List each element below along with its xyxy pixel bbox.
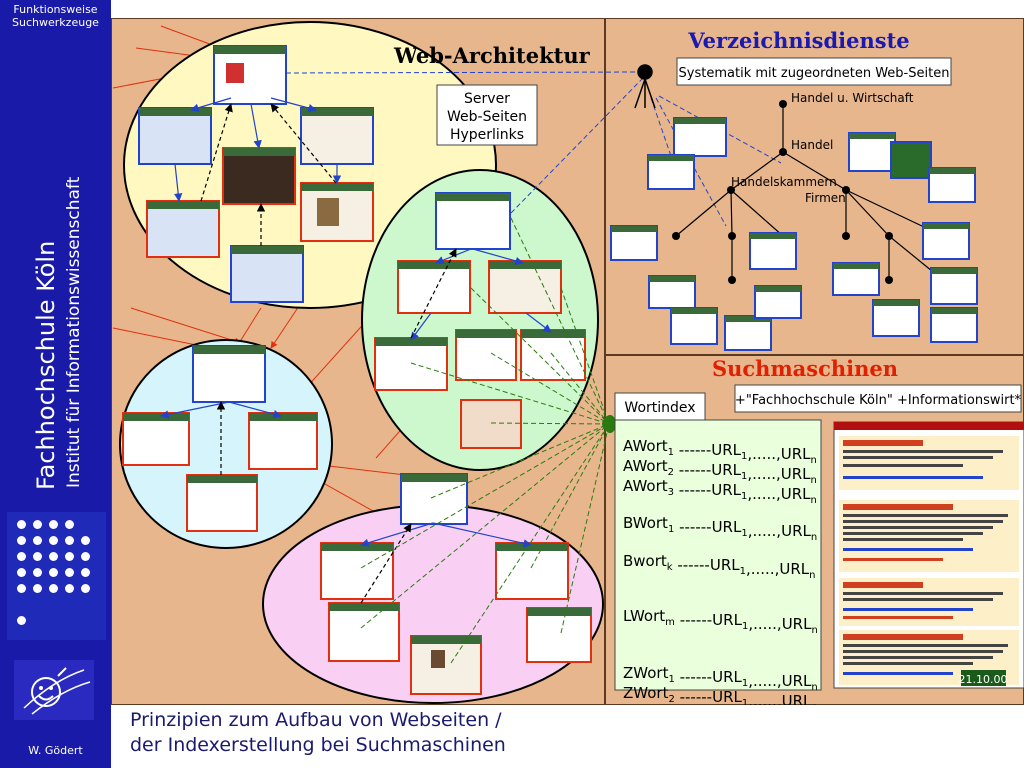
- crawler-rays: [360, 217, 612, 664]
- systematics-label: Systematik mit zugeordneten Web-Seiten: [679, 66, 950, 81]
- index-row-6: LWortm ------URL1,.....,URLn: [623, 607, 818, 636]
- tree-node-label-1: Handel u. Wirtschaft: [791, 91, 914, 105]
- web-page-thumbnails: [122, 45, 592, 695]
- index-row-2: AWort2 ------URL1,.....,URLn: [623, 457, 817, 486]
- index-row-7: ZWort1 ------URL1,.....,URLn: [623, 664, 818, 693]
- index-row-3: AWort3 ------URL1,.....,URLn: [623, 477, 817, 506]
- slide-caption: Prinzipien zum Aufbau von Webseiten / de…: [130, 708, 506, 758]
- search-engines-title: Suchmaschinen: [712, 356, 898, 381]
- school-name: Fachhochschule Köln: [32, 240, 60, 490]
- systematics-box: [676, 57, 952, 86]
- smiley-logo-icon: [14, 660, 94, 720]
- decorative-dots: [7, 512, 106, 640]
- directory-title: Verzeichnisdienste: [687, 28, 909, 53]
- sidebar-header-line1: Funktionsweise: [13, 3, 98, 16]
- tree-node-label-2: Handel: [791, 138, 833, 152]
- search-engine-node: [604, 415, 616, 433]
- index-row-4: BWort1 ------URL1,.....,URLn: [623, 514, 817, 543]
- diagram-canvas: Web-Architektur Server Web-Seiten Hyperl…: [111, 18, 1024, 705]
- caption-line-1: Prinzipien zum Aufbau von Webseiten /: [130, 709, 502, 731]
- word-index-box: [614, 392, 706, 421]
- blue-cluster: [119, 339, 333, 549]
- user-figure-icon: [634, 64, 656, 109]
- tree-nodes: [672, 100, 947, 284]
- directory-page-thumbnails: [610, 117, 978, 351]
- dashed-links: [200, 103, 457, 604]
- caption-line-2: der Indexerstellung bei Suchmaschinen: [130, 734, 506, 756]
- word-index-table: [614, 419, 822, 691]
- sidebar: Funktionsweise Suchwerkzeuge Fachhochsch…: [0, 0, 111, 768]
- institute-name: Institut für Informationswissenschaft: [64, 176, 84, 488]
- index-row-1: AWort1 ------URL1,.....,URLn: [623, 437, 817, 466]
- classification-tree: [675, 104, 944, 281]
- search-results-page: [833, 421, 1024, 689]
- legend-box: [436, 84, 538, 146]
- index-row-8: ZWort2 ------URL1,.....,URLn: [623, 684, 818, 705]
- green-cluster: [361, 169, 599, 471]
- legend-web-pages: Web-Seiten: [447, 109, 527, 125]
- sidebar-header-line2: Suchwerkzeuge: [12, 16, 99, 29]
- hyperlink-arrows: [160, 97, 552, 548]
- sidebar-header: Funktionsweise Suchwerkzeuge: [0, 3, 111, 29]
- search-query: +"Fachhochschule Köln" +Informationswirt…: [735, 393, 1022, 408]
- author-name: W. Gödert: [28, 744, 83, 757]
- results-date: 21.10.00: [959, 673, 1008, 686]
- index-row-5: Bwortk ------URL1,.....,URLn: [623, 552, 815, 581]
- tree-node-label-4: Firmen: [805, 191, 846, 205]
- web-architecture-title: Web-Architektur: [393, 43, 591, 68]
- search-query-box: [734, 384, 1022, 413]
- legend-server: Server: [464, 91, 510, 107]
- tree-node-label-3: Handelskammern: [731, 175, 837, 189]
- legend-hyperlinks: Hyperlinks: [450, 127, 524, 143]
- word-index-label: Wortindex: [624, 400, 695, 416]
